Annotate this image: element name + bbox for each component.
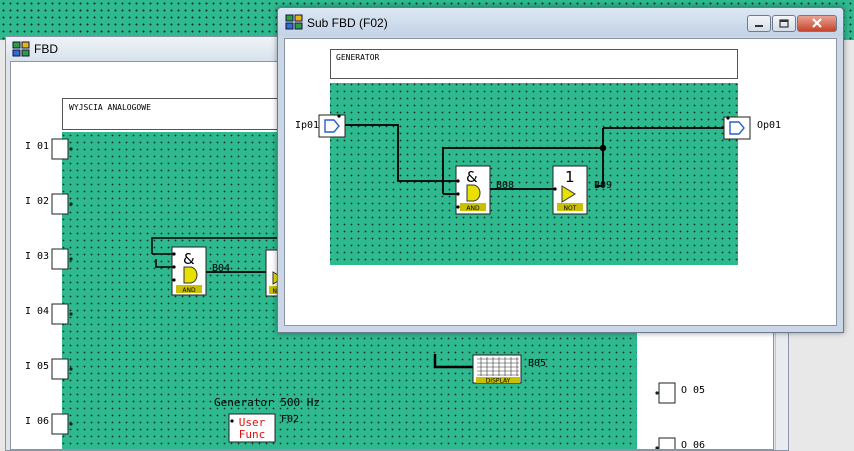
input-label: I 06 bbox=[25, 416, 49, 427]
sub-workspace bbox=[330, 83, 738, 265]
and-symbol: & bbox=[466, 168, 478, 186]
minimize-button[interactable] bbox=[747, 15, 771, 32]
sub-output-terminal[interactable] bbox=[723, 116, 751, 140]
user-func-block[interactable]: User Func bbox=[228, 413, 276, 443]
sub-window-title: Sub FBD (F02) bbox=[307, 16, 388, 30]
display-block[interactable]: DISPLAY bbox=[472, 354, 522, 385]
maximize-icon bbox=[779, 19, 789, 28]
input-terminal[interactable]: I 03 bbox=[25, 248, 73, 270]
input-label: I 01 bbox=[25, 141, 49, 152]
block-id: B04 bbox=[212, 263, 230, 274]
input-label: I 05 bbox=[25, 361, 49, 372]
block-id: B05 bbox=[528, 358, 546, 369]
output-label: O 05 bbox=[681, 385, 705, 396]
input-label: I 02 bbox=[25, 196, 49, 207]
block-id: B09 bbox=[594, 180, 612, 191]
user-func-text: User bbox=[239, 416, 266, 429]
and-gate-icon bbox=[183, 266, 198, 284]
fbd-window-title: FBD bbox=[34, 42, 58, 56]
output-arrow-icon bbox=[729, 121, 745, 135]
sub-output-label: Op01 bbox=[757, 120, 781, 131]
user-func-label: Generator 500 Hz bbox=[214, 396, 320, 409]
close-button[interactable] bbox=[797, 15, 837, 32]
output-label: O 06 bbox=[681, 440, 705, 450]
sub-input-label: Ip01 bbox=[295, 120, 319, 131]
not-block[interactable]: 1 NOT bbox=[552, 165, 588, 215]
minimize-icon bbox=[755, 25, 763, 27]
sub-input-terminal[interactable] bbox=[318, 114, 346, 138]
not-symbol: 1 bbox=[565, 168, 575, 186]
and-symbol: & bbox=[183, 250, 195, 268]
wire-junction bbox=[599, 144, 607, 152]
maximize-button[interactable] bbox=[772, 15, 796, 32]
wire bbox=[155, 259, 172, 268]
fbd-app-icon bbox=[12, 41, 30, 57]
input-label: I 03 bbox=[25, 251, 49, 262]
sub-title-field[interactable]: GENERATOR bbox=[330, 49, 738, 79]
block-id: B08 bbox=[496, 180, 514, 191]
input-arrow-icon bbox=[324, 119, 340, 133]
wire bbox=[333, 124, 456, 182]
and-caption: AND bbox=[182, 287, 196, 294]
wire bbox=[442, 147, 603, 194]
input-terminal[interactable]: I 05 bbox=[25, 358, 73, 380]
input-terminal[interactable]: I 04 bbox=[25, 303, 73, 325]
not-gate-icon bbox=[561, 185, 576, 203]
sub-fbd-window: Sub FBD (F02) GENERATOR bbox=[277, 7, 844, 333]
and-gate-icon bbox=[466, 184, 481, 202]
not-caption: NOT bbox=[564, 205, 577, 212]
input-terminal[interactable]: I 01 bbox=[25, 138, 73, 160]
sub-title-bar[interactable]: Sub FBD (F02) bbox=[278, 8, 843, 36]
wire bbox=[151, 237, 286, 254]
output-terminal[interactable]: O 06 bbox=[655, 437, 705, 450]
display-caption: DISPLAY bbox=[486, 378, 511, 385]
sub-diagram-canvas[interactable]: Ip01 & AND B08 1 NOT bbox=[285, 39, 838, 329]
and-block[interactable]: & AND bbox=[455, 165, 491, 215]
output-terminal[interactable]: O 05 bbox=[655, 382, 705, 404]
block-id: F02 bbox=[281, 414, 299, 425]
wire bbox=[433, 354, 473, 369]
input-label: I 04 bbox=[25, 306, 49, 317]
fbd-app-icon bbox=[285, 14, 303, 30]
input-terminal[interactable]: I 02 bbox=[25, 193, 73, 215]
and-block[interactable]: & AND bbox=[171, 246, 207, 296]
input-terminal[interactable]: I 06 bbox=[25, 413, 73, 435]
sub-client-area: GENERATOR Ip01 bbox=[284, 38, 837, 326]
and-caption: AND bbox=[466, 205, 480, 212]
user-func-text: Func bbox=[239, 428, 266, 441]
close-icon bbox=[812, 18, 822, 28]
